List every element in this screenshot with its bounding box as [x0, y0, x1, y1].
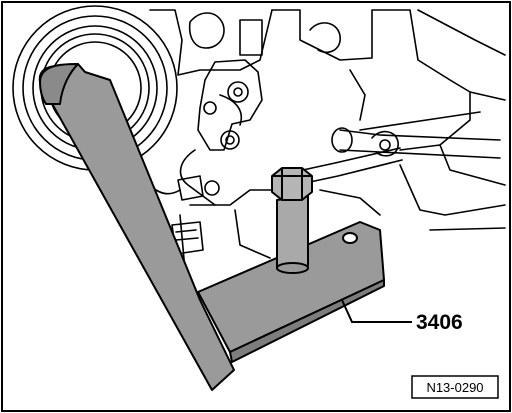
tool-base-edge — [229, 279, 385, 363]
figure-code: N13-0290 — [426, 380, 483, 395]
holding-tool-3406 — [38, 63, 385, 391]
part-label-leader — [341, 299, 412, 323]
bolt-shaft — [276, 195, 309, 273]
tool-arm-end — [39, 63, 79, 105]
bolt-icon — [271, 167, 313, 201]
tool-base-plate — [197, 221, 385, 353]
part-number-label: 3406 — [416, 311, 463, 334]
engine-illustration — [12, 5, 506, 291]
figure-code-box — [411, 375, 499, 399]
pin-icon — [342, 232, 358, 244]
